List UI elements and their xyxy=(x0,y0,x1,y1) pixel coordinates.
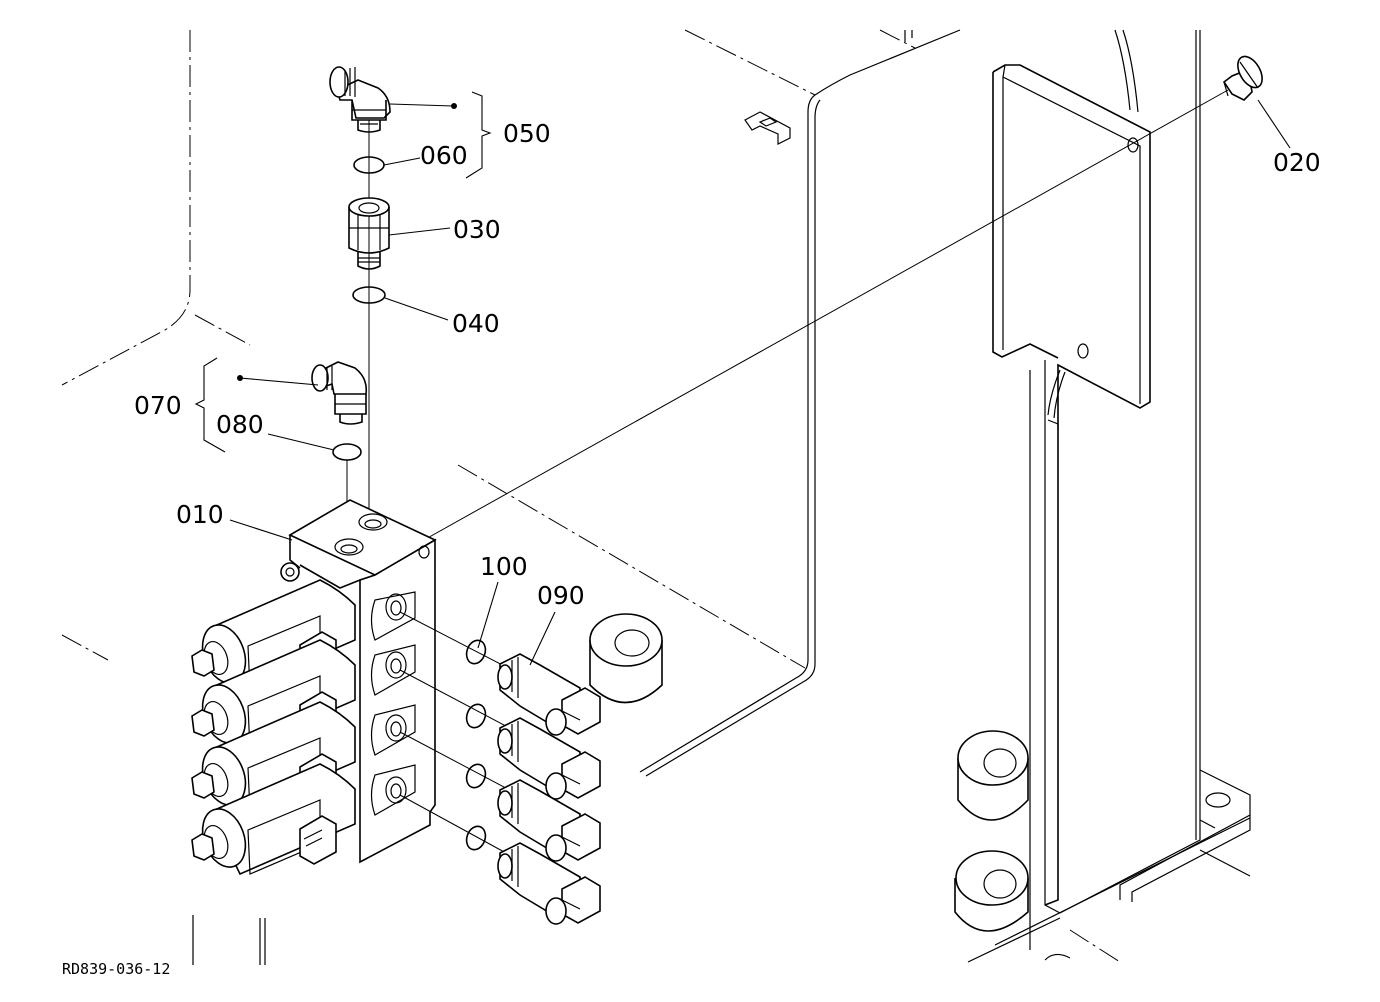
callout-040: 040 xyxy=(452,309,500,338)
callout-010: 010 xyxy=(176,500,224,529)
o-ring-040 xyxy=(352,286,386,304)
callout-060: 060 xyxy=(420,141,468,170)
bolt-020 xyxy=(1222,55,1263,101)
o-ring-100-3 xyxy=(465,763,487,789)
o-ring-080 xyxy=(332,443,362,461)
elbow-fitting-090-1 xyxy=(497,653,601,736)
weld-nut-center xyxy=(589,613,663,704)
callout-020: 020 xyxy=(1273,148,1321,177)
o-ring-100-2 xyxy=(465,703,487,729)
weld-nut-right-upper xyxy=(957,730,1029,821)
callout-100: 100 xyxy=(480,552,528,581)
callout-090: 090 xyxy=(537,581,585,610)
background-frame xyxy=(61,29,961,777)
drawing-reference-code: RD839-036-12 xyxy=(62,960,170,978)
elbow-fitting-090-2 xyxy=(497,717,601,800)
o-ring-100-1 xyxy=(465,639,487,665)
adapter-030 xyxy=(348,197,390,270)
callout-leaders xyxy=(194,91,1291,666)
elbow-fitting-070 xyxy=(311,361,368,425)
elbow-fitting-050 xyxy=(329,66,391,133)
solenoid-4 xyxy=(191,763,356,876)
callout-070: 070 xyxy=(134,391,182,420)
o-ring-100-4 xyxy=(465,825,487,851)
mounting-bracket xyxy=(967,29,1251,963)
callout-030: 030 xyxy=(453,215,501,244)
callout-050: 050 xyxy=(503,119,551,148)
elbow-fitting-090-3 xyxy=(497,779,601,862)
callout-080: 080 xyxy=(216,410,264,439)
weld-nut-right-lower xyxy=(954,850,1029,932)
elbow-fitting-090-4 xyxy=(497,842,601,925)
